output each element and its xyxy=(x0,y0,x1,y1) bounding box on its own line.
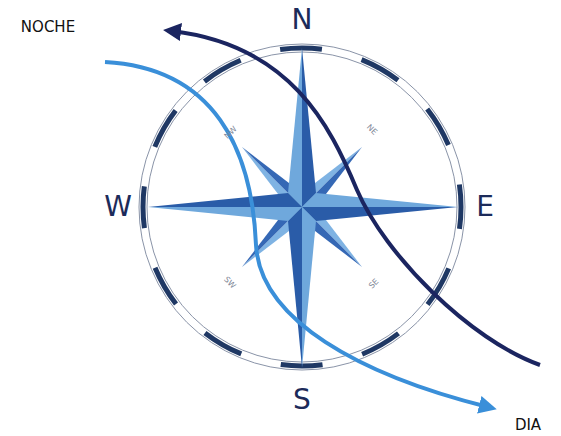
day-arc xyxy=(105,62,488,407)
night-arc xyxy=(172,31,540,365)
intercardinal-label: SW xyxy=(222,276,237,291)
time-label: NOCHE xyxy=(21,20,75,35)
time-label: DIA xyxy=(515,418,541,433)
cardinal-letter: N xyxy=(292,6,313,34)
cardinal-letter: E xyxy=(476,193,494,221)
intercardinal-label: NE xyxy=(365,123,378,136)
cardinal-letter: S xyxy=(293,386,311,414)
intercardinal-label: SE xyxy=(368,278,381,291)
cardinal-letter: W xyxy=(104,193,132,221)
